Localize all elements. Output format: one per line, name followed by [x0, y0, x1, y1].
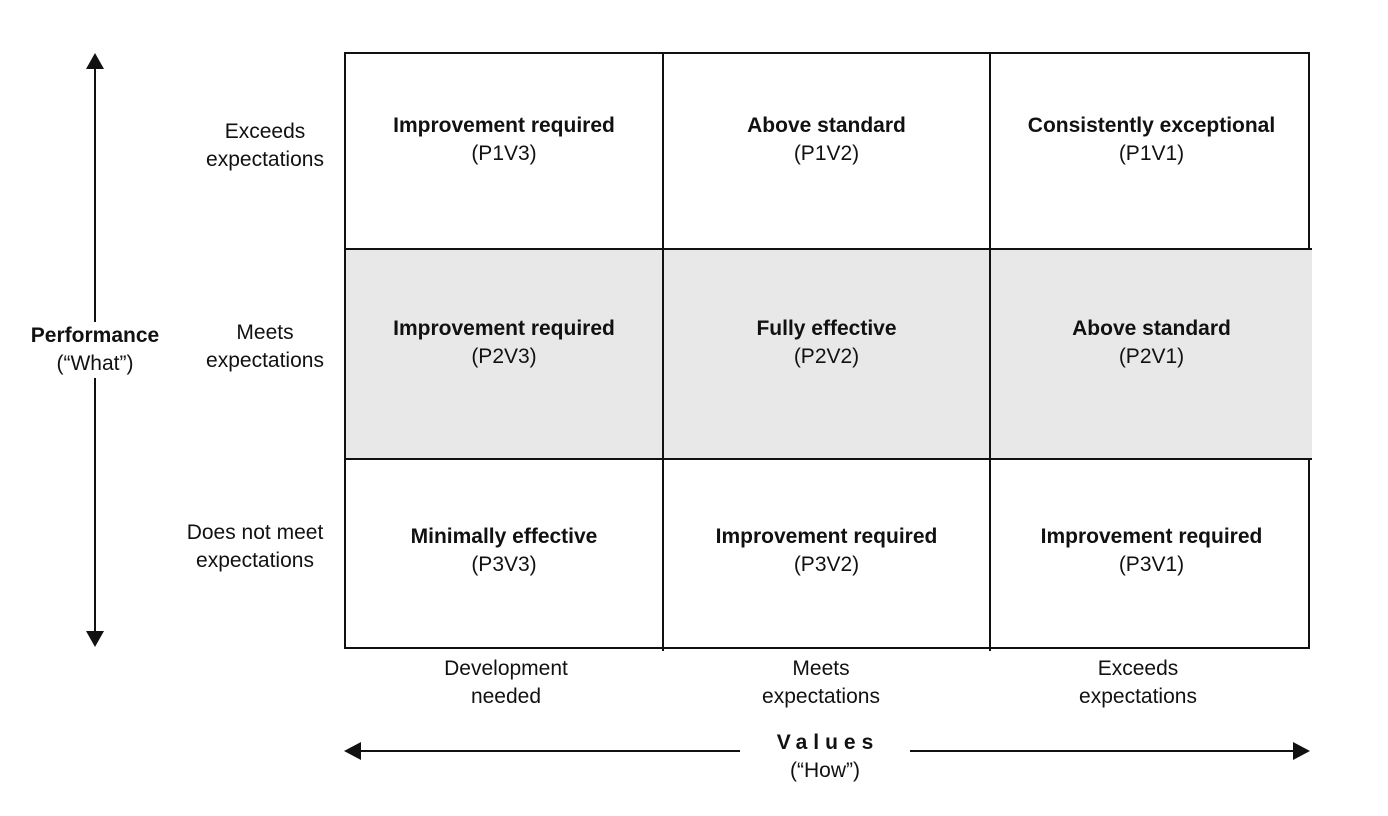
- performance-axis-label: Performance: [30, 324, 160, 347]
- cell-code: (P1V1): [1118, 142, 1185, 165]
- arrow-right-icon: [1293, 742, 1310, 760]
- row-label-line: expectations: [206, 349, 324, 372]
- cell-rating: Above standard: [747, 114, 906, 137]
- cell-rating: Improvement required: [715, 524, 938, 548]
- cell-code: (P3V1): [1118, 552, 1185, 576]
- matrix-cell-p2v2: Fully effective (P2V2): [664, 250, 991, 460]
- cell-code: (P1V3): [471, 142, 537, 165]
- performance-axis-sublabel: (“What”): [56, 352, 134, 375]
- column-label-meets: Meets expectations: [721, 655, 921, 711]
- matrix-cell-p3v3: Minimally effective (P3V3): [346, 460, 664, 651]
- cell-rating: Improvement required: [393, 317, 615, 340]
- column-label-line: needed: [470, 685, 542, 708]
- cell-rating: Improvement required: [393, 114, 615, 137]
- cell-rating: Consistently exceptional: [1027, 114, 1276, 137]
- cell-code: (P3V3): [471, 552, 537, 576]
- row-label-line: Does not meet: [186, 521, 324, 544]
- cell-rating: Improvement required: [1040, 524, 1263, 548]
- row-label-does-not-meet: Does not meet expectations: [155, 519, 355, 575]
- values-axis-title: Values (“How”): [740, 729, 910, 785]
- cell-code: (P2V1): [1118, 345, 1185, 368]
- matrix-cell-p1v1: Consistently exceptional (P1V1): [991, 54, 1312, 250]
- matrix-cell-p2v1: Above standard (P2V1): [991, 250, 1312, 460]
- column-label-line: expectations: [1079, 685, 1197, 708]
- cell-code: (P2V2): [793, 345, 860, 368]
- row-label-line: expectations: [196, 549, 314, 572]
- cell-rating: Fully effective: [756, 317, 897, 340]
- cell-code: (P2V3): [471, 345, 537, 368]
- matrix-cell-p2v3: Improvement required (P2V3): [346, 250, 664, 460]
- values-axis-sublabel: (“How”): [790, 759, 860, 782]
- matrix-cell-p3v1: Improvement required (P3V1): [991, 460, 1312, 651]
- column-label-line: Exceeds: [1097, 657, 1179, 680]
- column-label-exceeds: Exceeds expectations: [1038, 655, 1238, 711]
- cell-rating: Above standard: [1072, 317, 1231, 340]
- arrow-up-icon: [86, 53, 104, 69]
- cell-code: (P3V2): [793, 552, 860, 576]
- row-label-line: expectations: [206, 148, 324, 171]
- arrow-down-icon: [86, 631, 104, 647]
- performance-axis-title: Performance (“What”): [0, 322, 190, 378]
- row-label-exceeds: Exceeds expectations: [165, 118, 365, 174]
- values-axis-label: Values: [776, 731, 880, 754]
- row-label-line: Exceeds: [224, 120, 306, 143]
- matrix-cell-p3v2: Improvement required (P3V2): [664, 460, 991, 651]
- matrix-cell-p1v3: Improvement required (P1V3): [346, 54, 664, 250]
- cell-code: (P1V2): [793, 142, 860, 165]
- row-label-meets: Meets expectations: [165, 319, 365, 375]
- column-label-line: expectations: [762, 685, 880, 708]
- column-label-line: Development: [444, 657, 568, 680]
- row-label-line: Meets: [236, 321, 294, 344]
- arrow-left-icon: [344, 742, 361, 760]
- performance-values-matrix: Improvement required (P1V3) Above standa…: [344, 52, 1312, 651]
- matrix-cell-p1v2: Above standard (P1V2): [664, 54, 991, 250]
- column-label-development: Development needed: [406, 655, 606, 711]
- cell-rating: Minimally effective: [410, 524, 598, 548]
- column-label-line: Meets: [792, 657, 850, 680]
